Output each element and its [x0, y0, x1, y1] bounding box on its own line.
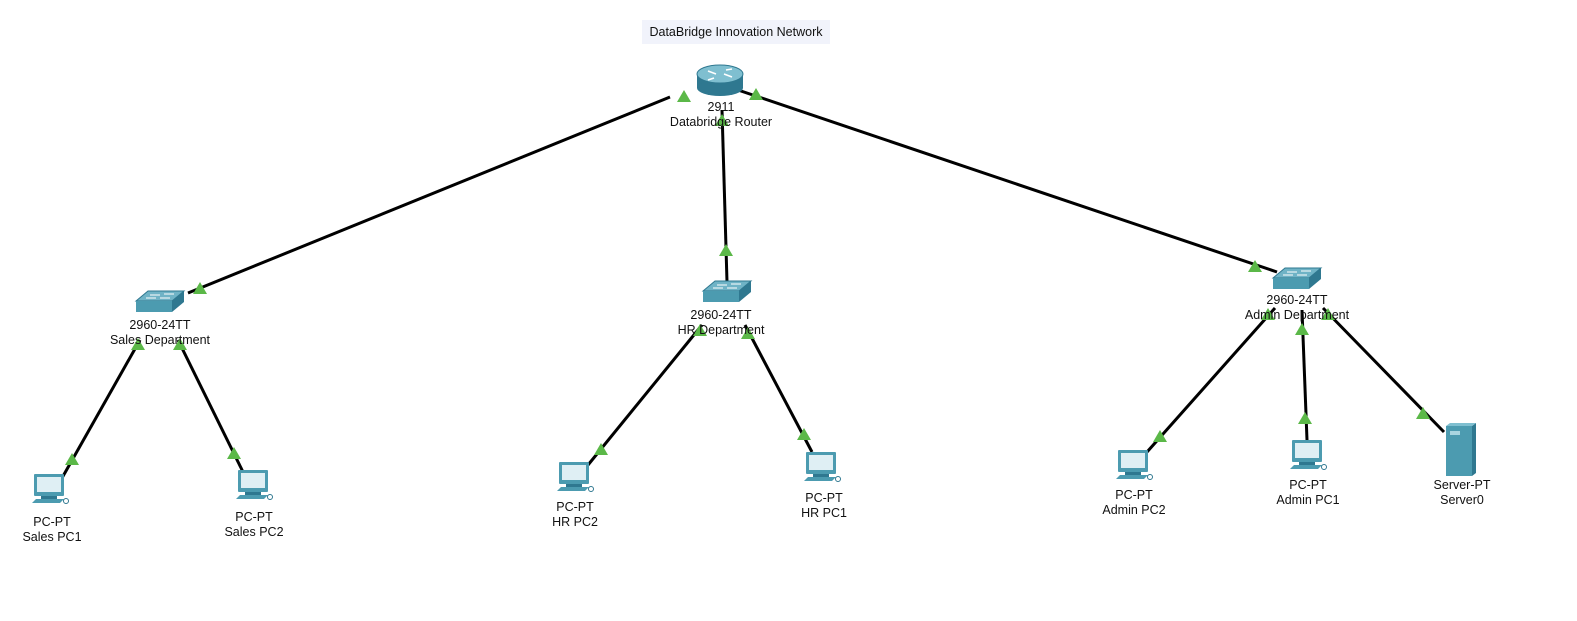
device-model: PC-PT	[805, 491, 843, 505]
device-name: Admin PC1	[1276, 493, 1340, 507]
pc-icon[interactable]	[557, 462, 594, 492]
link-up-indicator-icon	[173, 338, 187, 350]
device-model: Server-PT	[1433, 478, 1491, 492]
link-up-indicator-icon	[797, 428, 811, 440]
link-up-indicator-icon	[131, 338, 145, 350]
device-name: Databridge Router	[669, 115, 773, 129]
device-model: 2911	[707, 100, 735, 114]
link-up-indicator-icon	[1321, 308, 1335, 320]
link-sw-hr-hr-pc1[interactable]	[743, 324, 814, 453]
pc-icon[interactable]	[1116, 450, 1153, 480]
device-model: 2960-24TT	[690, 308, 752, 322]
link-up-indicator-icon	[1298, 412, 1312, 424]
pc-icon[interactable]	[804, 452, 841, 482]
device-model: PC-PT	[235, 510, 273, 524]
device-name: Admin PC2	[1102, 503, 1166, 517]
link-up-indicator-icon	[65, 453, 79, 465]
link-up-indicator-icon	[1248, 260, 1262, 272]
link-up-indicator-icon	[749, 88, 763, 100]
switch-icon[interactable]	[134, 290, 186, 312]
link-up-indicator-icon	[1153, 430, 1167, 442]
link-lights-layer	[65, 88, 1430, 465]
device-model: PC-PT	[1289, 478, 1327, 492]
link-up-indicator-icon	[1295, 323, 1309, 335]
link-up-indicator-icon	[193, 282, 207, 294]
device-name: Sales Department	[109, 333, 211, 347]
server-icon[interactable]	[1446, 423, 1476, 476]
links-layer	[60, 88, 1446, 479]
device-name: HR PC1	[801, 506, 847, 520]
link-sw-hr-hr-pc2[interactable]	[586, 324, 704, 466]
link-up-indicator-icon	[741, 327, 755, 339]
link-router-sw-sales[interactable]	[187, 95, 671, 295]
diagram-title[interactable]: DataBridge Innovation Network	[642, 20, 830, 44]
device-name: Admin Department	[1244, 308, 1350, 322]
device-name: HR Department	[677, 323, 765, 337]
router-icon[interactable]	[696, 64, 744, 96]
device-name: HR PC2	[552, 515, 598, 529]
device-name: Sales PC2	[224, 525, 284, 539]
device-model: 2960-24TT	[1266, 293, 1328, 307]
link-up-indicator-icon	[227, 447, 241, 459]
device-name: Sales PC1	[22, 530, 82, 544]
pc-icon[interactable]	[236, 470, 273, 500]
devices-layer	[32, 64, 1476, 504]
device-model: 2960-24TT	[129, 318, 191, 332]
device-model: PC-PT	[556, 500, 594, 514]
pc-icon[interactable]	[1290, 440, 1327, 470]
link-up-indicator-icon	[715, 114, 729, 126]
link-router-sw-admin[interactable]	[737, 88, 1278, 274]
device-name: Server0	[1440, 493, 1484, 507]
link-up-indicator-icon	[594, 443, 608, 455]
link-sw-sales-sales-pc1[interactable]	[60, 339, 142, 479]
link-up-indicator-icon	[693, 324, 707, 336]
link-up-indicator-icon	[677, 90, 691, 102]
device-model: PC-PT	[33, 515, 71, 529]
link-up-indicator-icon	[1261, 308, 1275, 320]
link-up-indicator-icon	[1416, 407, 1430, 419]
switch-icon[interactable]	[701, 280, 753, 302]
link-sw-admin-admin-pc2[interactable]	[1145, 307, 1277, 453]
link-up-indicator-icon	[719, 244, 733, 256]
switch-icon[interactable]	[1271, 267, 1323, 289]
link-router-sw-hr[interactable]	[720, 109, 729, 283]
pc-icon[interactable]	[32, 474, 69, 504]
device-model: PC-PT	[1115, 488, 1153, 502]
